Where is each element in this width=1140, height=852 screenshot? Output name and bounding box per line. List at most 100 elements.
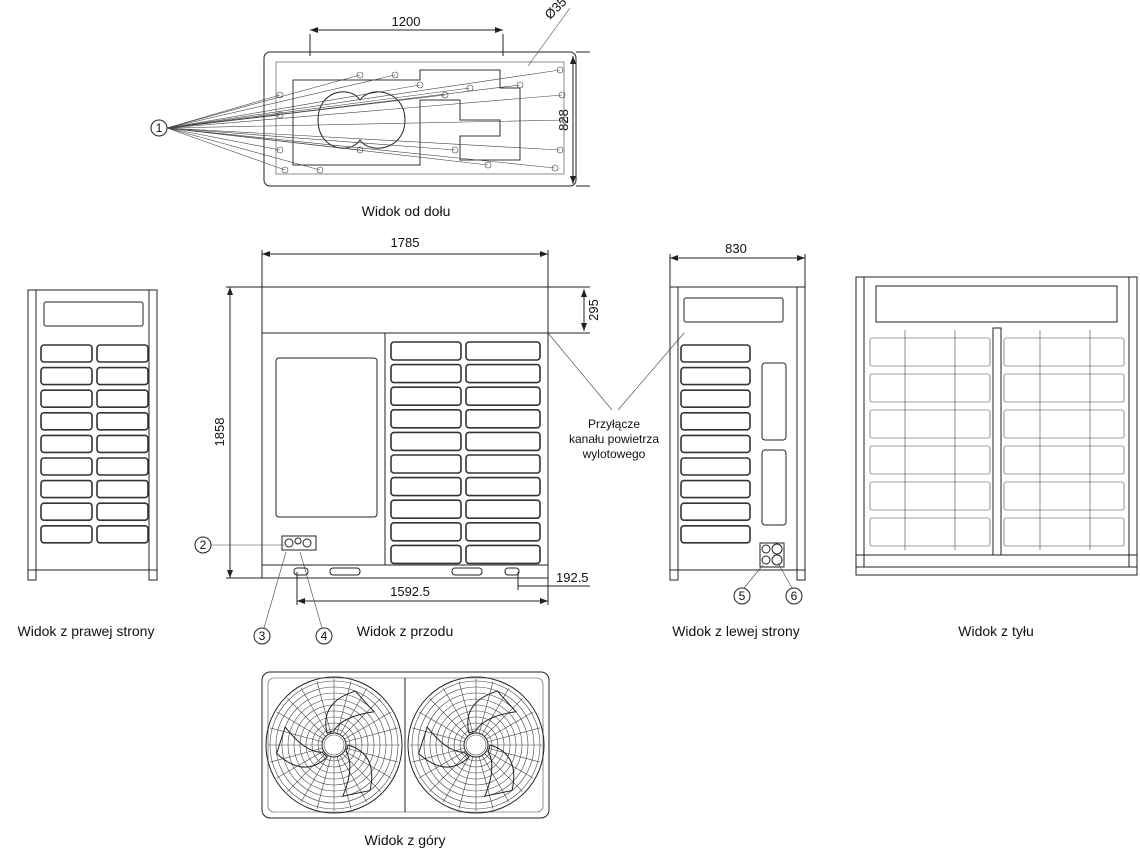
grille-slot — [390, 476, 462, 497]
grille-slot — [465, 499, 541, 520]
grille-slot — [390, 454, 462, 474]
callout-2: 2 — [200, 538, 207, 552]
grille-slot — [680, 344, 751, 363]
fan-blade — [325, 690, 375, 734]
grille-slot — [869, 445, 991, 475]
hole — [276, 91, 284, 99]
grille-slot — [96, 524, 149, 544]
dim-830: 830 — [725, 241, 747, 256]
grille-slot — [40, 366, 93, 386]
front-view-title: Widok z przodu — [357, 623, 453, 639]
grille-slot — [40, 411, 93, 431]
grille-slot — [680, 524, 751, 544]
grille-slot — [40, 479, 93, 499]
fan-hub — [463, 732, 489, 758]
left-side-view: 830 5 6 Widok z lewej strony — [669, 241, 806, 639]
hole — [356, 71, 364, 79]
fan-blade — [418, 725, 470, 768]
grille-slot — [96, 366, 149, 386]
grille-slot — [465, 454, 541, 474]
fan-blade — [342, 744, 373, 797]
grille-slot — [465, 544, 541, 565]
fan-guard — [265, 676, 403, 814]
grille-slot — [680, 502, 751, 522]
grille-slot — [390, 499, 462, 520]
grille-slot — [680, 411, 751, 431]
callout-1: 1 — [156, 121, 163, 135]
fan-hub — [321, 732, 347, 758]
grille-slot — [40, 434, 93, 454]
grille-slot — [390, 408, 462, 429]
grille-slot — [390, 363, 462, 384]
air-duct-annotation: Przyłącze kanału powietrza wylotowego — [547, 332, 685, 461]
grille-slot — [1003, 373, 1125, 403]
hole — [556, 66, 564, 74]
grille-slot — [96, 411, 149, 431]
grille-slot — [390, 544, 462, 565]
grille-slot — [680, 479, 751, 499]
grille-slot — [465, 341, 541, 361]
grille-slot — [96, 479, 149, 499]
grille-slot — [1003, 481, 1125, 511]
grille-slot — [869, 337, 991, 367]
grille-slot — [680, 389, 751, 409]
grille-slot — [390, 521, 462, 542]
back-view: Widok z tyłu — [855, 276, 1138, 639]
right-side-view: Widok z prawej strony — [18, 289, 158, 639]
right-view-title: Widok z prawej strony — [18, 623, 155, 639]
hole — [484, 161, 492, 169]
grille-slot — [96, 344, 149, 363]
dim-1592-5: 1592.5 — [390, 584, 430, 599]
grille-slot — [96, 502, 149, 522]
grille-slot — [465, 363, 541, 384]
grille-slot — [40, 389, 93, 409]
grille-slot — [40, 502, 93, 522]
dim-192-5: 192.5 — [556, 570, 589, 585]
callout-4: 4 — [321, 629, 328, 643]
grille-slot — [1003, 409, 1125, 439]
hole — [276, 146, 284, 154]
dim-1785: 1785 — [391, 235, 420, 250]
grille-slot — [390, 386, 462, 407]
annotation-line-3: wylotowego — [582, 447, 646, 461]
top-view-title: Widok z góry — [365, 832, 446, 848]
hole — [551, 164, 559, 172]
grille-slot — [869, 373, 991, 403]
grille-slot — [1003, 445, 1125, 475]
grille-slot — [680, 366, 751, 386]
hole — [391, 71, 399, 79]
dim-295: 295 — [586, 299, 601, 321]
bottom-view: 1200 828 Ø35 1 Widok od dołu — [150, 0, 590, 219]
front-view: 1785 1858 295 1592.5 192.5 2 3 4 Widok z… — [194, 235, 601, 645]
grille-slot — [40, 524, 93, 544]
annotation-line-2: kanału powietrza — [569, 432, 659, 446]
grille-slot — [680, 457, 751, 476]
left-view-title: Widok z lewej strony — [672, 623, 800, 639]
hole — [281, 166, 289, 174]
grille-slot — [465, 521, 541, 542]
dim-diameter: Ø35 — [542, 0, 570, 22]
grille-slot — [390, 431, 462, 452]
grille-slot — [465, 431, 541, 452]
back-view-title: Widok z tyłu — [958, 623, 1033, 639]
grille-slot — [40, 344, 93, 363]
grille-slot — [390, 341, 462, 361]
callout-5: 5 — [739, 589, 746, 603]
dim-1858: 1858 — [212, 418, 227, 447]
hole — [316, 166, 324, 174]
callout-3: 3 — [259, 629, 266, 643]
fan-guard — [407, 676, 545, 814]
grille-slot — [96, 457, 149, 476]
grille-slot — [465, 476, 541, 497]
grille-slot — [40, 457, 93, 476]
grille-slot — [465, 408, 541, 429]
grille-slot — [680, 434, 751, 454]
dim-1200: 1200 — [392, 14, 421, 29]
fan-blade — [484, 744, 515, 797]
top-view: Widok z góry — [261, 671, 550, 848]
grille-slot — [869, 481, 991, 511]
fan-blade — [276, 725, 328, 768]
bottom-view-title: Widok od dołu — [362, 203, 451, 219]
grille-slot — [96, 389, 149, 409]
